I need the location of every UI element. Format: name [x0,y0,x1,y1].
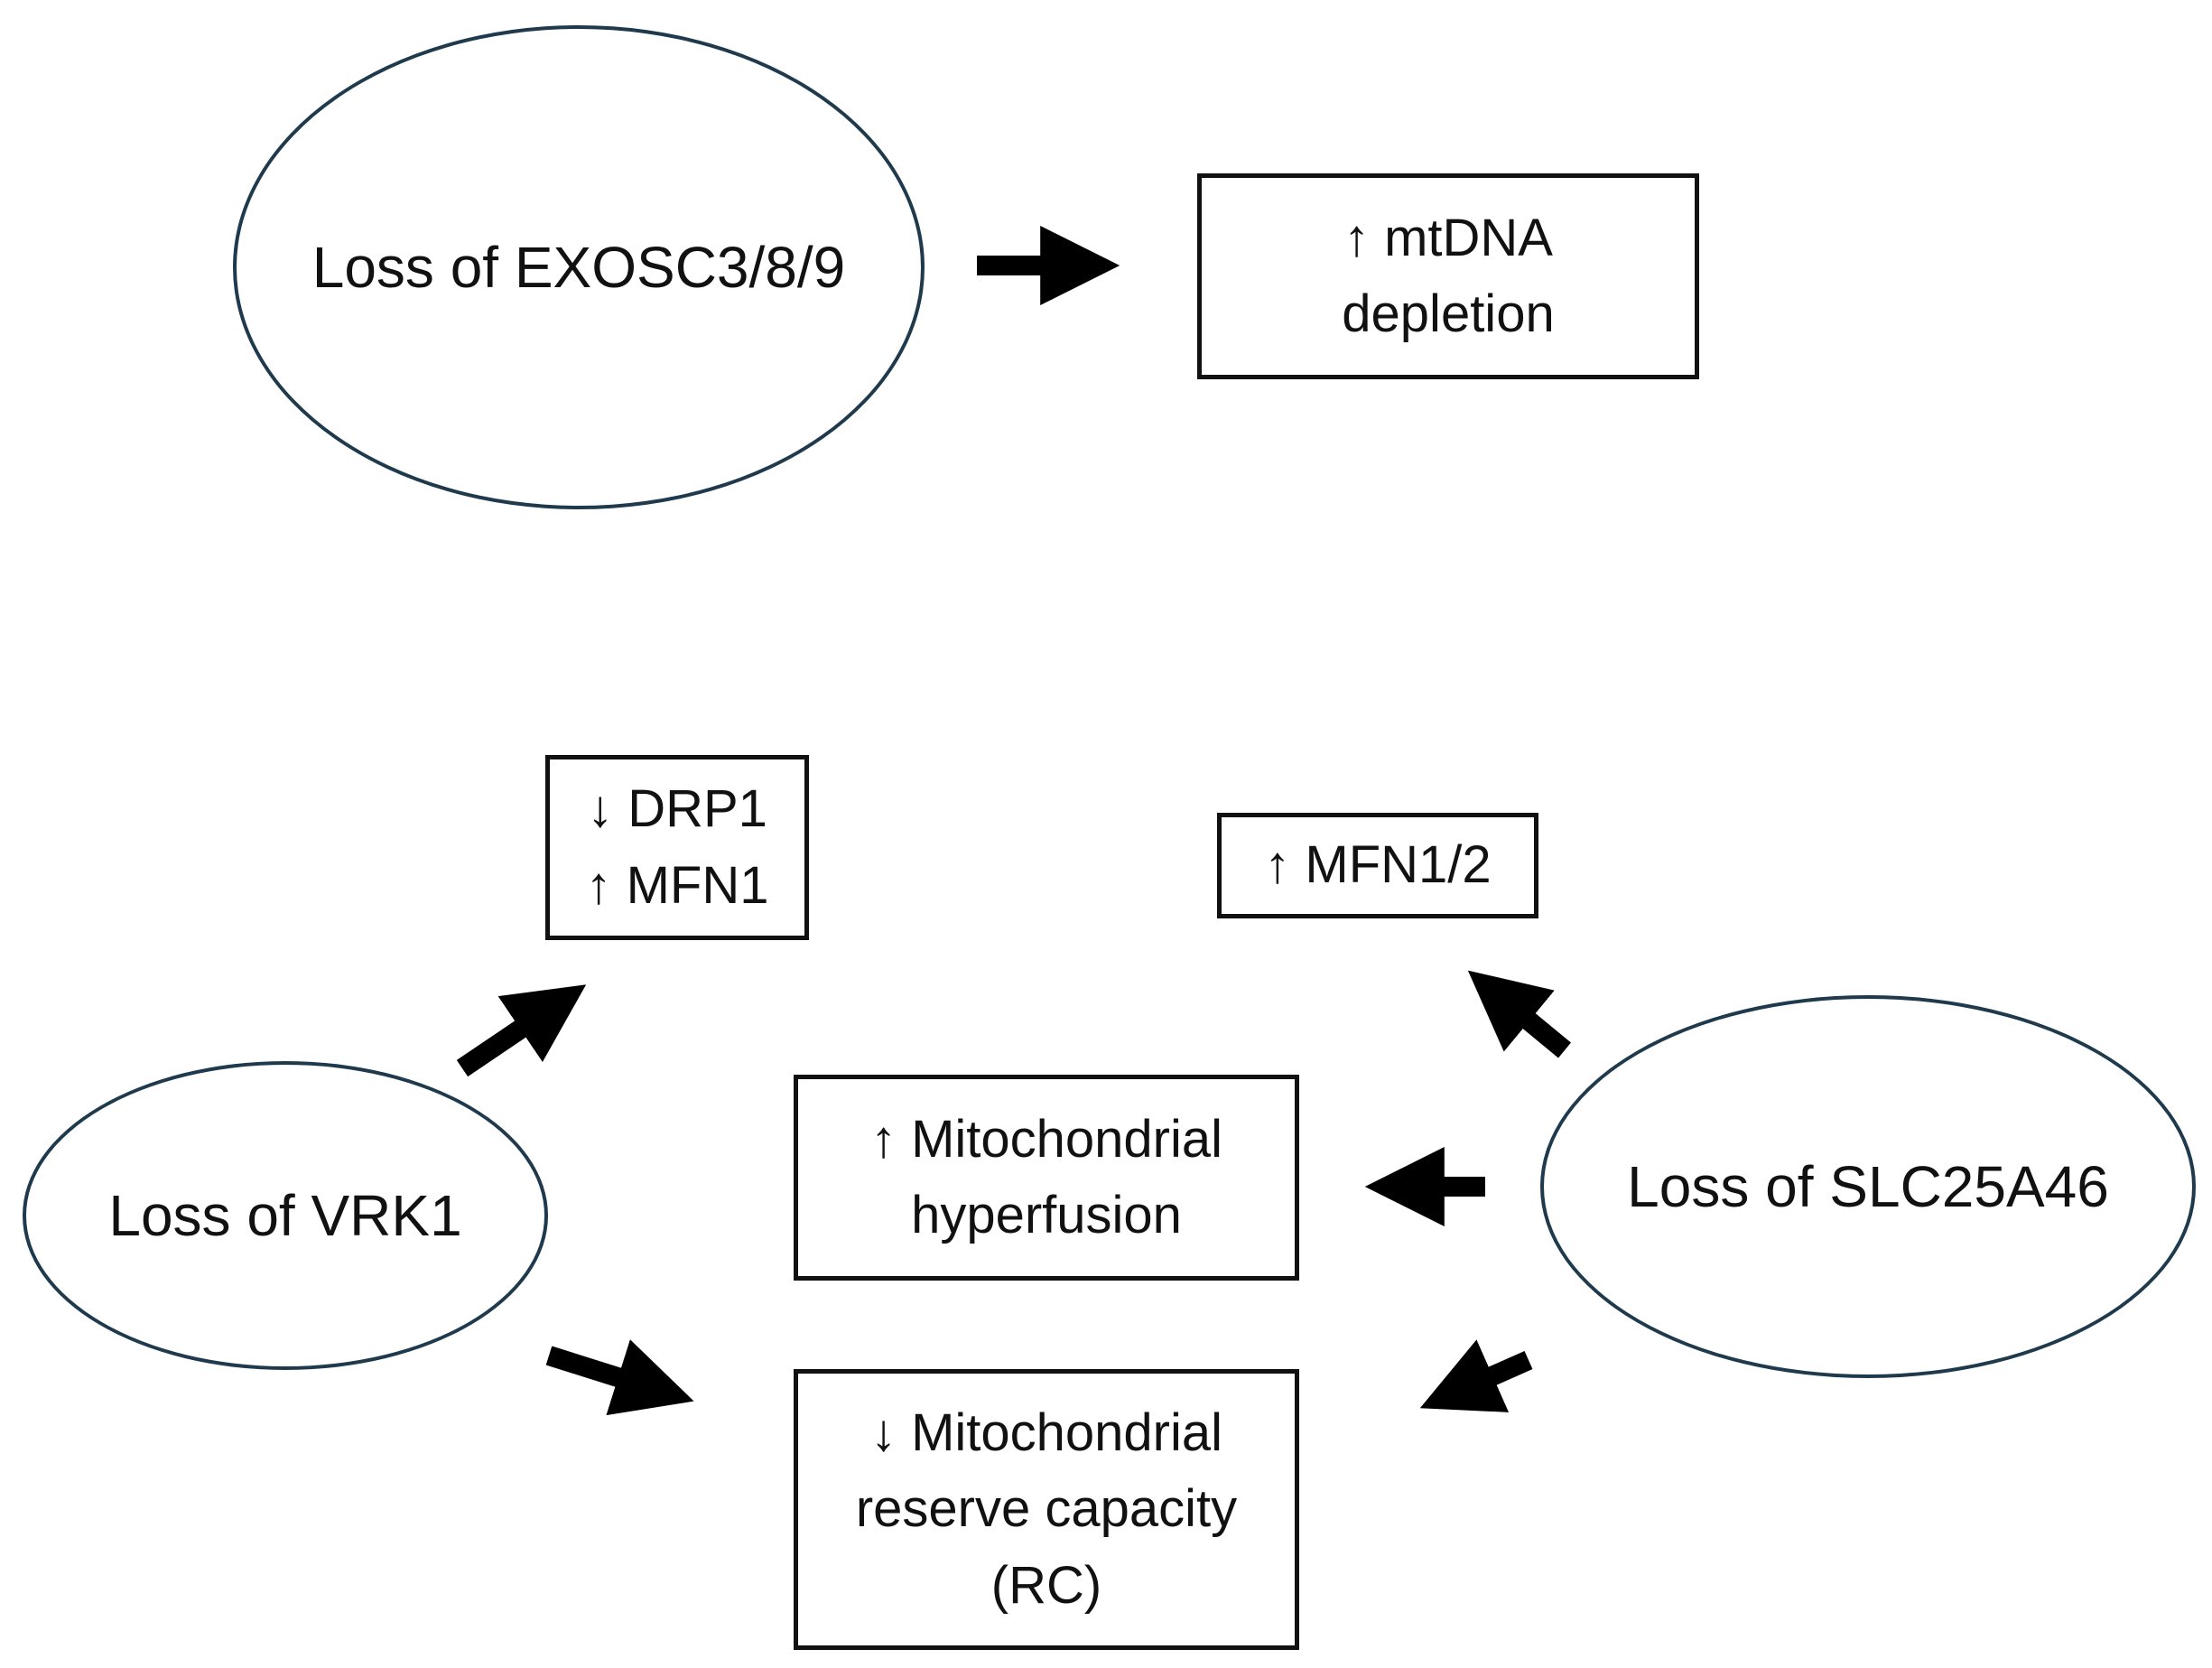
node-loss-of-slc25a46: Loss of SLC25A46 [1540,995,2196,1378]
node-loss-of-slc25a46-label: Loss of SLC25A46 [1627,1153,2109,1219]
outcome-mtdna-depletion: ↑ mtDNA depletion [1197,173,1699,379]
node-loss-of-vrk1: Loss of VRK1 [23,1061,548,1370]
node-loss-of-exosc: Loss of EXOSC3/8/9 [233,25,925,509]
outcome-reserve-line2: reserve capacity [855,1479,1238,1539]
up-arrow-icon: ↑ [869,1109,897,1169]
outcome-reserve-line1: ↓ Mitochondrial [869,1403,1223,1463]
up-arrow-icon: ↑ [1343,208,1370,267]
arrow-vrk1-to-reserve [545,1339,694,1416]
outcome-drp1-line: ↓ DRP1 [587,779,767,839]
outcome-mtdna-line2: depletion [1342,284,1555,343]
up-arrow-icon: ↑ [1264,835,1291,895]
outcome-mitochondrial-reserve-capacity: ↓ Mitochondrial reserve capacity (RC) [794,1369,1299,1650]
node-loss-of-vrk1-label: Loss of VRK1 [108,1182,462,1248]
arrow-slc-to-reserve [1419,1339,1533,1412]
node-loss-of-exosc-label: Loss of EXOSC3/8/9 [311,234,846,300]
outcome-mfn1-line: ↑ MFN1 [585,855,769,915]
arrow-slc-to-mfn12 [1467,970,1572,1058]
down-arrow-icon: ↓ [587,779,614,839]
outcome-mitochondrial-hyperfusion: ↑ Mitochondrial hyperfusion [794,1075,1299,1281]
outcome-drp1-mfn1: ↓ DRP1 ↑ MFN1 [545,755,809,940]
arrow-vrk1-to-drp1 [456,984,587,1077]
outcome-mfn12-line: ↑ MFN1/2 [1264,835,1492,895]
outcome-mfn12: ↑ MFN1/2 [1217,813,1538,918]
up-arrow-icon: ↑ [585,855,612,915]
down-arrow-icon: ↓ [869,1403,897,1463]
outcome-mtdna-line1: ↑ mtDNA [1343,208,1553,267]
outcome-reserve-line3: (RC) [990,1555,1102,1615]
outcome-hyperfusion-line1: ↑ Mitochondrial [869,1109,1223,1169]
outcome-hyperfusion-line2: hyperfusion [911,1186,1182,1244]
